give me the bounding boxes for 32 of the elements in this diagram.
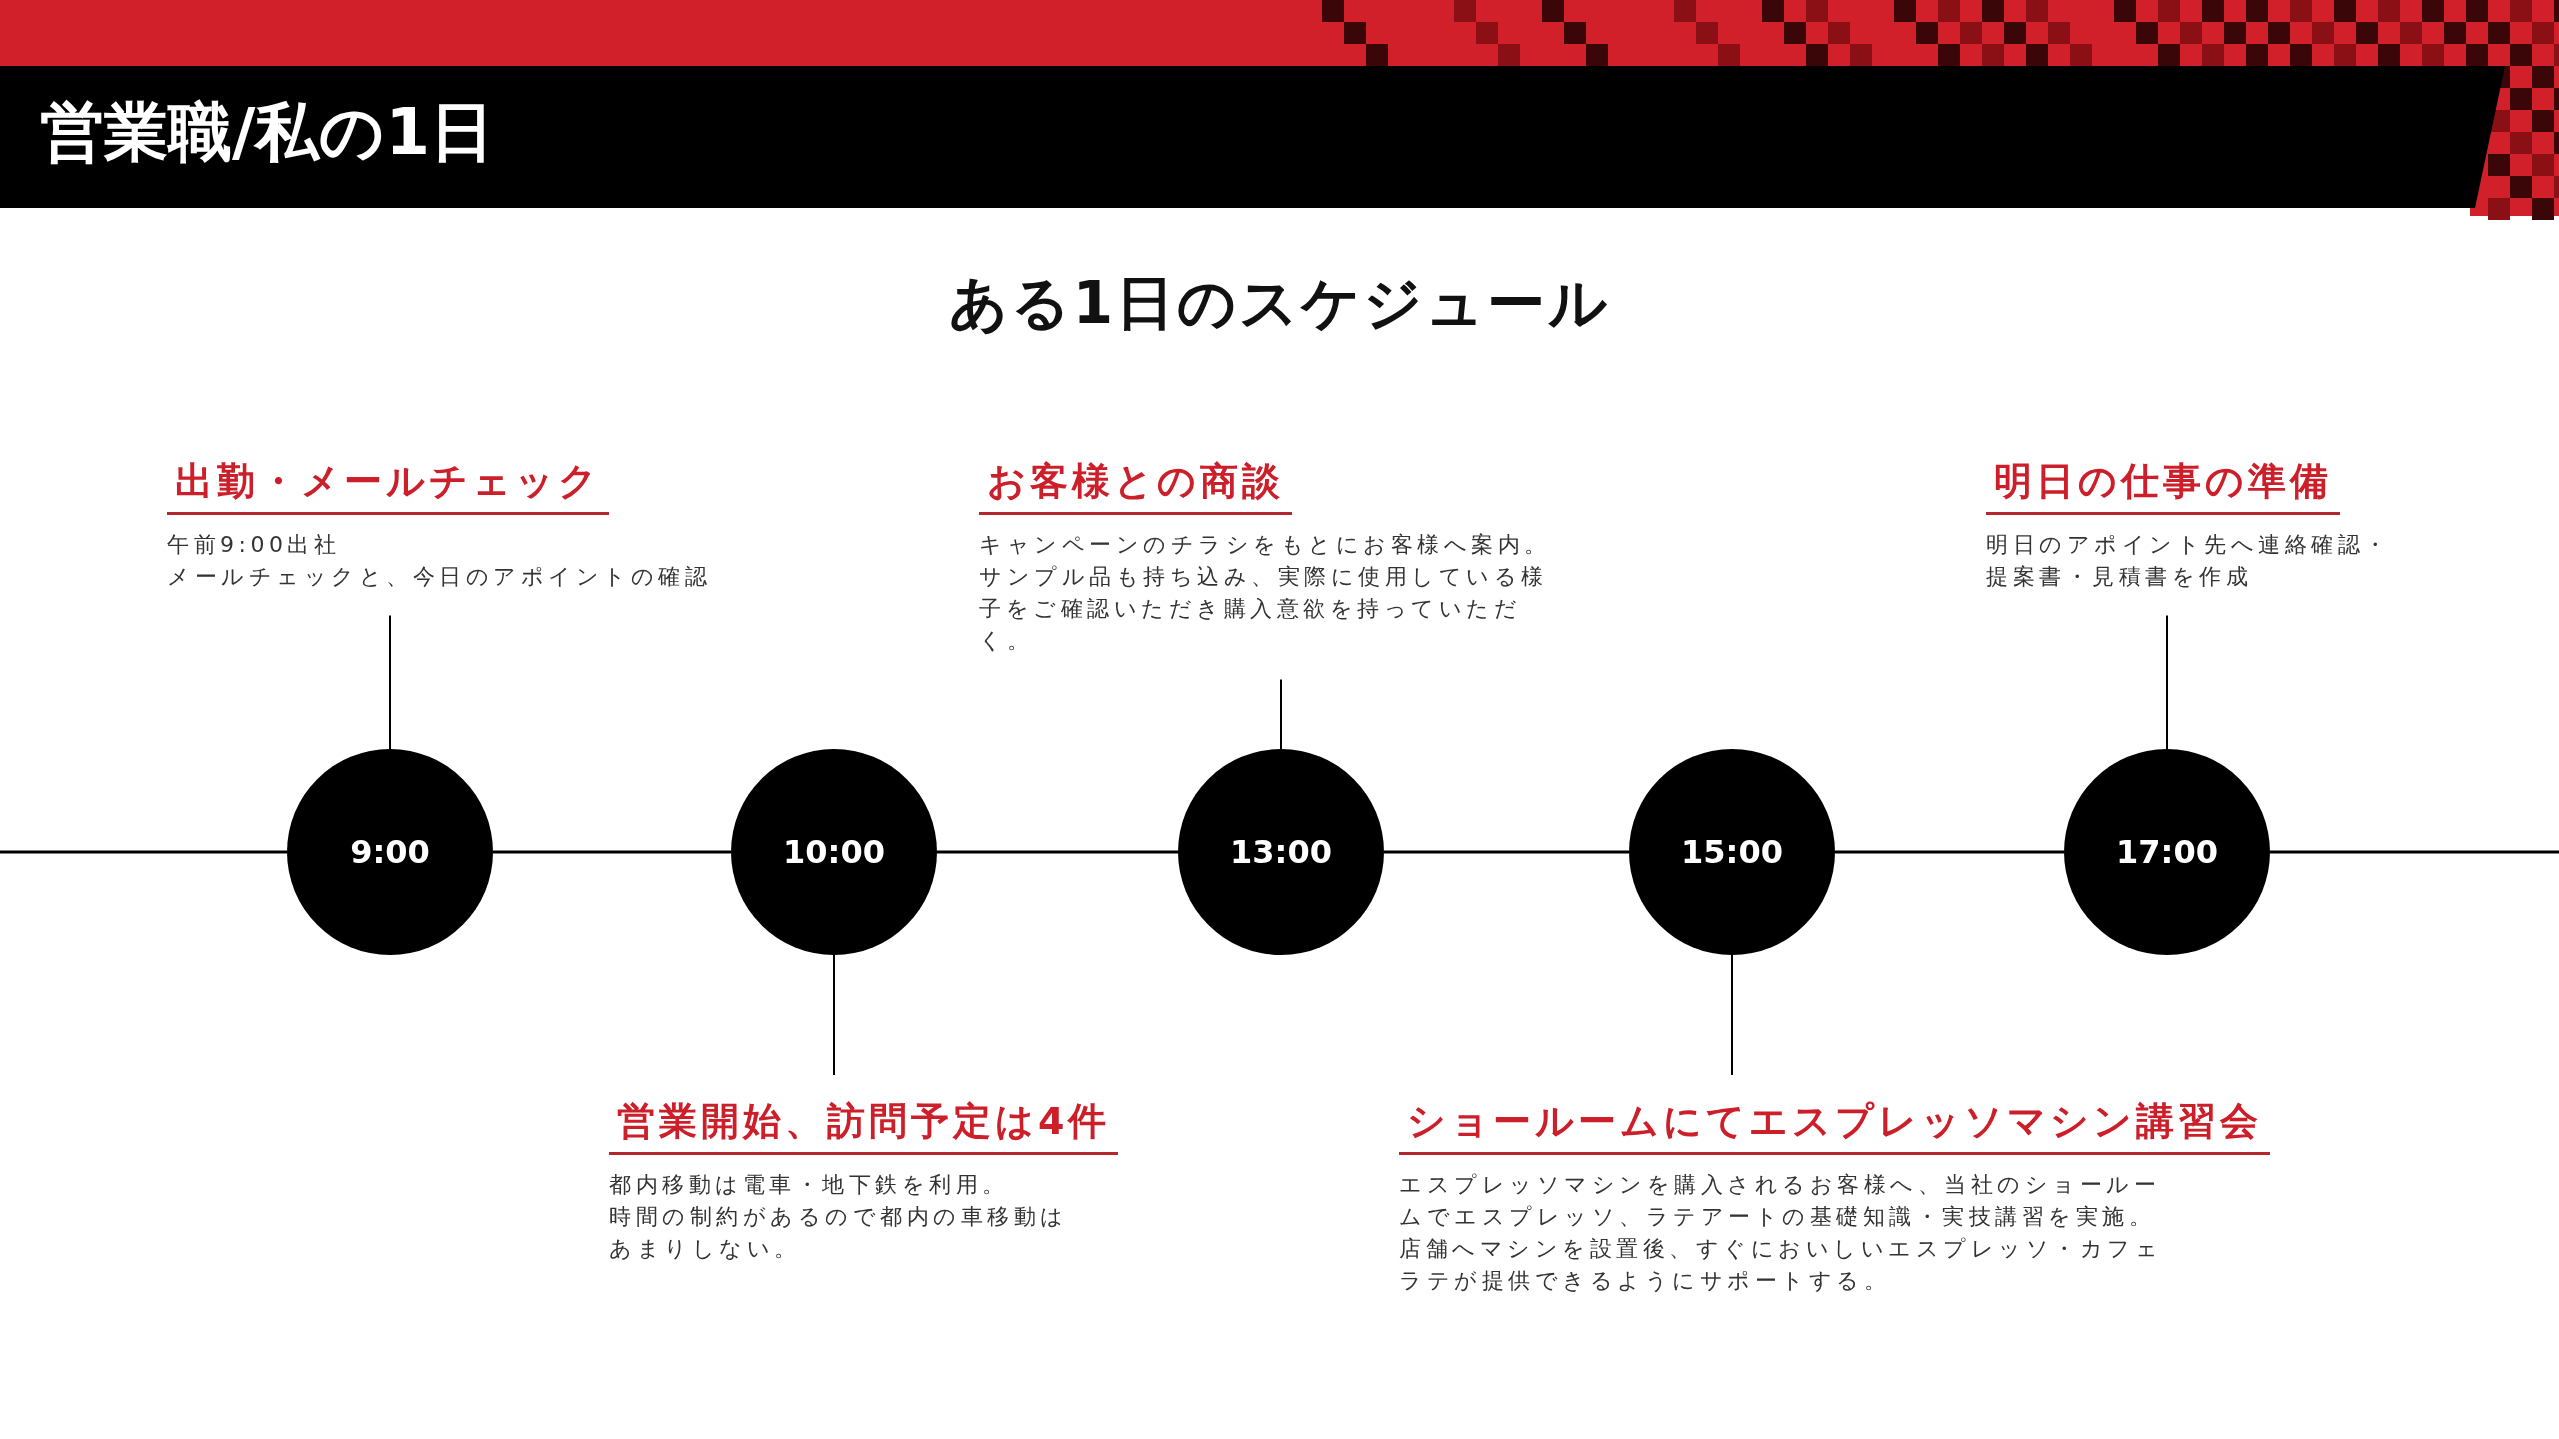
timeline-line [493, 850, 731, 854]
step-heading: ショールームにてエスプレッソマシン講習会 [1399, 1097, 2270, 1156]
step-heading: 出勤・メールチェック [167, 457, 609, 516]
timeline-line [1835, 850, 2064, 854]
leader-line [389, 614, 391, 750]
step-heading: 明日の仕事の準備 [1986, 457, 2340, 516]
page-title: 営業職/私の1日 [40, 100, 494, 164]
step-heading: 営業開始、訪問予定は4件 [609, 1097, 1119, 1156]
leader-line [1731, 954, 1733, 1076]
step-description: エスプレッソマシンを購入されるお客様へ、当社のショールームでエスプレッソ、ラテアートの基礎知識・実技講習を実施。 [1399, 1171, 2161, 1232]
step-description: 時間の制約があるので都内の車移動はあまりしない。 [609, 1203, 1068, 1264]
step-description: キャンペーンのチラシをもとにお客様へ案内。 [979, 531, 1552, 560]
timeline-line [2270, 850, 2559, 854]
time-circle: 13:00 [1178, 749, 1384, 955]
step-description: 午前9:00出社 [167, 531, 342, 560]
schedule-heading: ある1日のスケジュール [947, 268, 1612, 339]
step-description: サンプル品も持ち込み、実際に使用している様子をご確認いただき購入意欲を持っていただく。 [979, 563, 1549, 656]
step-description: 都内移動は電車・地下鉄を利用。 [609, 1171, 1010, 1200]
step-description: 明日のアポイント先へ連絡確認・提案書・見積書を作成 [1986, 531, 2392, 592]
leader-line [1280, 678, 1282, 750]
timeline-line [937, 850, 1178, 854]
step-heading: お客様との商談 [979, 457, 1292, 516]
timeline-line [0, 850, 287, 854]
leader-line [833, 954, 835, 1076]
time-circle: 15:00 [1629, 749, 1835, 955]
time-circle: 17:00 [2064, 749, 2270, 955]
step-description: 店舗へマシンを設置後、すぐにおいしいエスプレッソ・カフェラテが提供できるようにサポートする。 [1399, 1235, 2163, 1296]
time-circle: 10:00 [731, 749, 937, 955]
step-description: メールチェックと、今日のアポイントの確認 [167, 563, 712, 592]
timeline-line [1384, 850, 1629, 854]
leader-line [2166, 614, 2168, 750]
time-circle: 9:00 [287, 749, 493, 955]
